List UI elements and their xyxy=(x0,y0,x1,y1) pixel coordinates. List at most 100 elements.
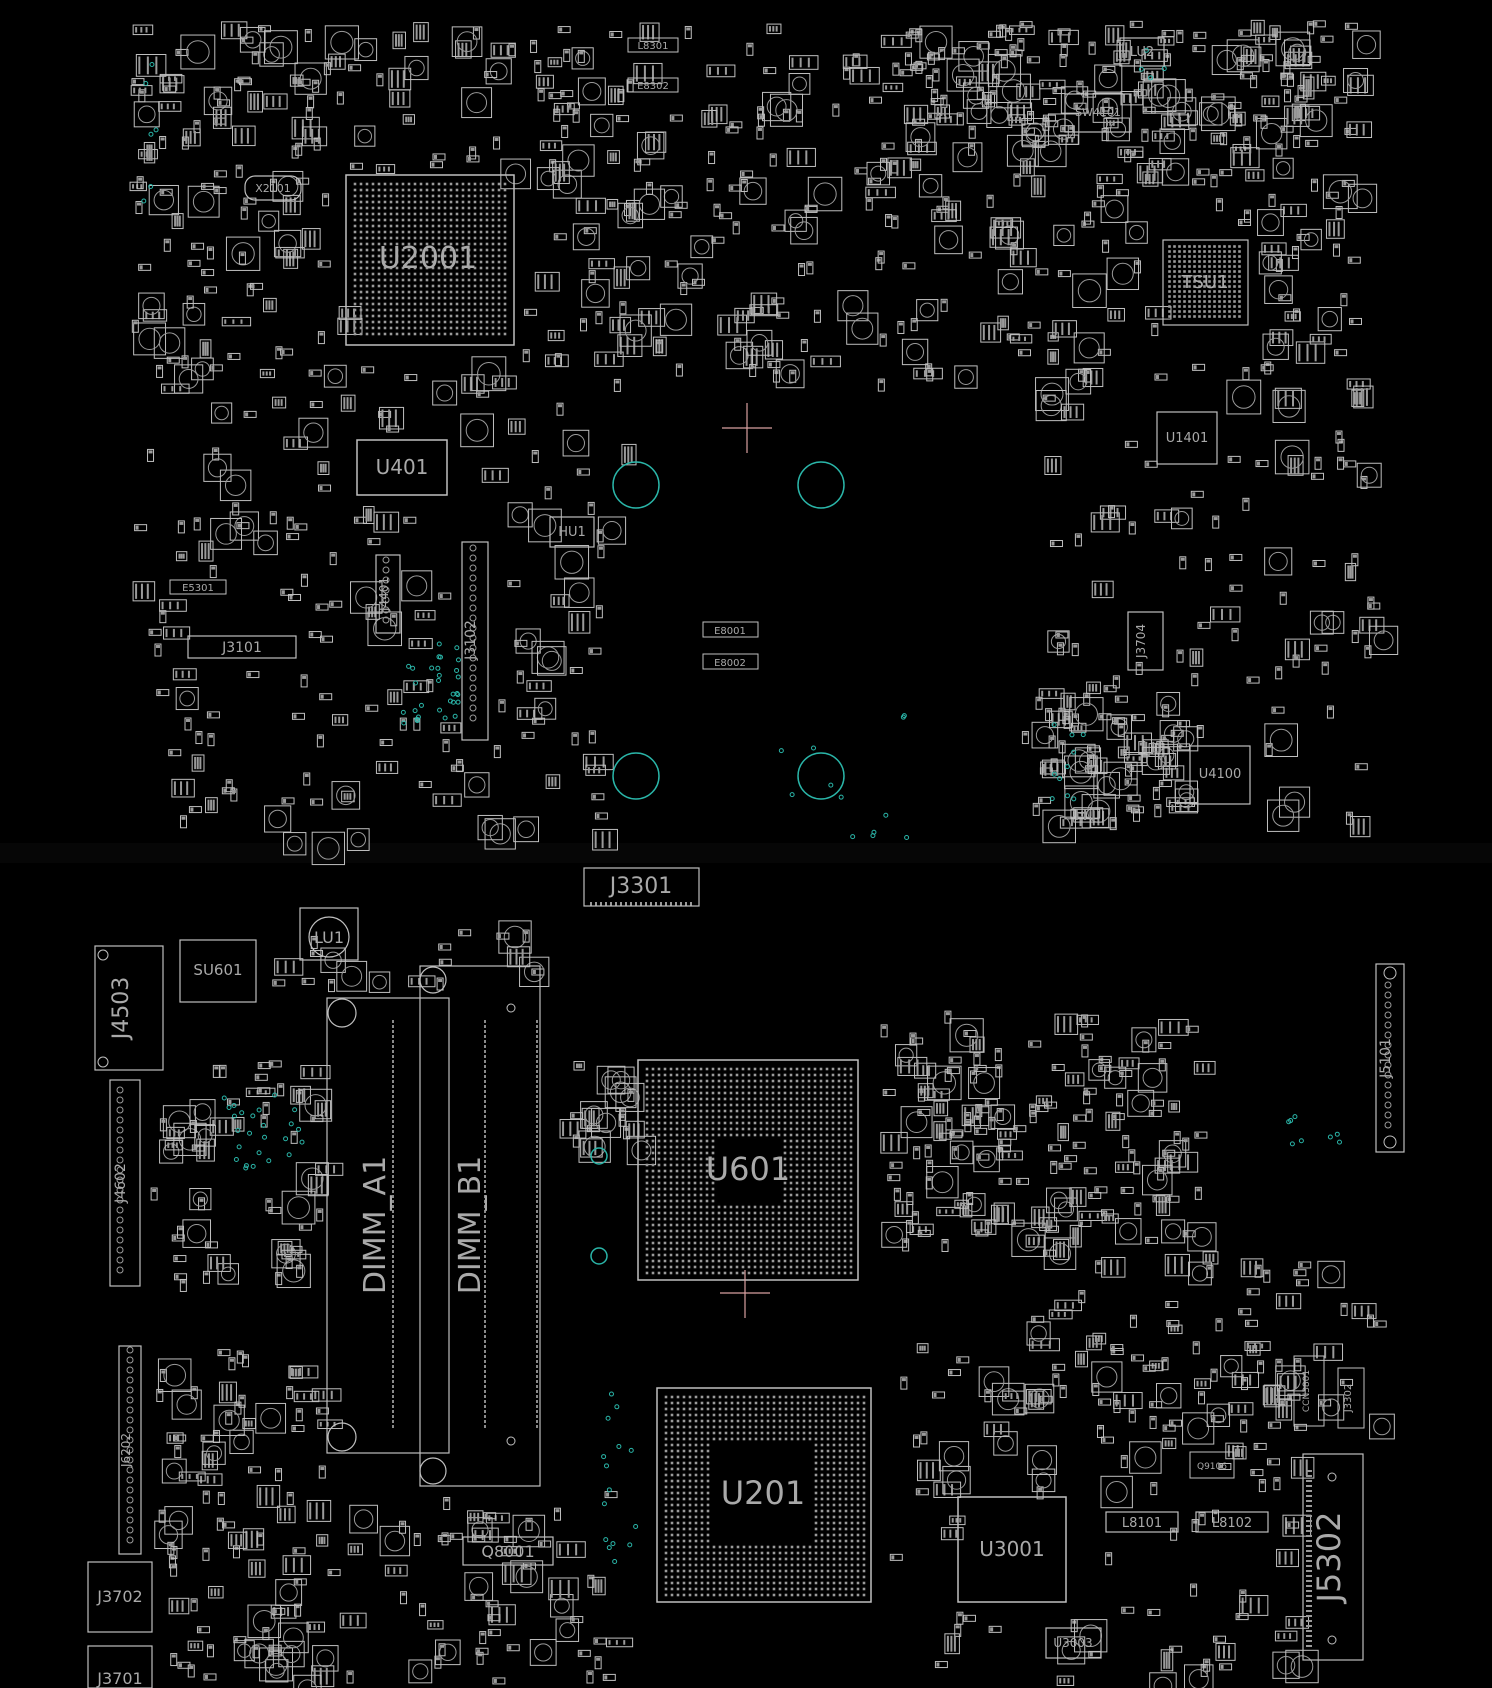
bga-ball xyxy=(491,254,495,258)
smd-component xyxy=(879,333,887,347)
chip-u201[interactable]: U201 xyxy=(656,1387,872,1603)
bga-ball xyxy=(682,1425,686,1429)
smd-component xyxy=(711,236,725,244)
bga-ball xyxy=(766,1581,770,1585)
connector-j4503[interactable]: J4503 xyxy=(94,945,164,1071)
bga-ball xyxy=(479,212,483,216)
chip-u2001[interactable]: U2001 xyxy=(345,174,515,346)
bga-ball xyxy=(1233,260,1236,263)
bga-ball xyxy=(825,1091,829,1095)
connector-j3704[interactable]: J3704 xyxy=(1127,611,1164,671)
bga-ball xyxy=(1213,255,1216,258)
bga-ball xyxy=(771,1205,775,1209)
connector-j3101[interactable]: J3101 xyxy=(187,635,297,659)
part-e8002[interactable]: E8002 xyxy=(702,653,759,670)
smd-component xyxy=(255,1402,287,1434)
smd-component xyxy=(1101,128,1109,142)
connector-j3701[interactable]: J3701 xyxy=(87,1645,153,1688)
bga-ball xyxy=(801,1241,805,1245)
chip-tsu1[interactable]: TSU1 xyxy=(1162,239,1249,326)
bga-ball xyxy=(688,1569,692,1573)
bga-ball xyxy=(675,1121,679,1125)
chip-u601[interactable]: U601 xyxy=(637,1059,859,1281)
chip-hu1[interactable]: HU1 xyxy=(549,516,595,548)
connector-j4401[interactable]: J4401 xyxy=(375,554,401,634)
chip-u3001[interactable]: U3001 xyxy=(957,1496,1067,1603)
part-q8001[interactable]: Q8001 xyxy=(462,1536,554,1566)
smd-component xyxy=(1083,1167,1097,1175)
part-e8302[interactable]: E8302 xyxy=(627,77,679,93)
smd-component xyxy=(1026,1389,1052,1405)
smd-component xyxy=(233,1640,255,1662)
smd-component xyxy=(272,396,287,409)
bga-ball xyxy=(789,1139,793,1143)
bga-ball xyxy=(670,1509,674,1513)
connector-j3702[interactable]: J3702 xyxy=(87,1561,153,1633)
bga-ball xyxy=(765,1259,769,1263)
inductor-l8102[interactable]: L8102 xyxy=(1195,1511,1269,1533)
bga-ball xyxy=(717,1073,721,1077)
bga-ball xyxy=(676,1503,680,1507)
chip-u3003[interactable]: U3003 xyxy=(1045,1627,1102,1659)
chip-u4100[interactable]: U4100 xyxy=(1189,745,1251,805)
connector-pin xyxy=(650,902,652,906)
smd-component xyxy=(606,198,619,210)
bga-ball xyxy=(353,236,357,240)
chip-u1401[interactable]: U1401 xyxy=(1156,411,1218,465)
chip-sw4101[interactable]: SW4101 xyxy=(1064,93,1132,133)
bga-ball xyxy=(820,1413,824,1417)
dimm-slot-a1[interactable]: DIMM_A1 xyxy=(326,997,450,1454)
connector-j4602[interactable]: J4602 xyxy=(109,1079,141,1287)
inductor-lu1[interactable]: LU1 xyxy=(299,907,359,961)
via xyxy=(247,1130,253,1136)
via xyxy=(401,720,407,726)
chip-lu2[interactable]: LU2 xyxy=(1119,37,1165,67)
connector-j3301[interactable]: J3301 xyxy=(583,867,700,907)
bga-ball xyxy=(473,332,477,336)
smd-component xyxy=(798,263,806,277)
bga-ball xyxy=(1173,280,1176,283)
part-e5301[interactable]: E5301 xyxy=(169,579,227,595)
part-e8001[interactable]: E8001 xyxy=(702,621,759,638)
part-q9106[interactable]: Q9106 xyxy=(1189,1451,1235,1479)
connector-j5302[interactable]: J5302 xyxy=(1302,1453,1364,1661)
bga-ball xyxy=(813,1097,817,1101)
connector-j3102[interactable]: J3102 xyxy=(461,541,489,741)
bga-ball xyxy=(1213,285,1216,288)
bga-ball xyxy=(371,308,375,312)
bga-ball xyxy=(831,1133,835,1137)
bga-ball xyxy=(826,1413,830,1417)
chip-u401[interactable]: U401 xyxy=(356,439,448,496)
bga-ball xyxy=(700,1467,704,1471)
via xyxy=(627,1542,633,1548)
bga-ball xyxy=(729,1241,733,1245)
bga-ball xyxy=(862,1449,866,1453)
connector-j5101[interactable]: J5101 xyxy=(1375,963,1405,1153)
smd-component xyxy=(250,282,264,290)
smd-component xyxy=(1173,1131,1181,1145)
connector-j3302[interactable]: J3302 xyxy=(1337,1367,1365,1429)
smd-component xyxy=(949,1018,984,1053)
part-l8301[interactable]: L8301 xyxy=(627,37,679,53)
dimm-slot-b1[interactable]: DIMM_B1 xyxy=(419,965,541,1487)
bga-ball xyxy=(1198,270,1201,273)
smd-component xyxy=(1161,1357,1169,1371)
connector-j6202[interactable]: J6202 xyxy=(118,1345,142,1555)
smd-component xyxy=(1272,157,1294,179)
bga-ball xyxy=(353,326,357,330)
bga-ball xyxy=(849,1253,853,1257)
bga-ball xyxy=(753,1211,757,1215)
bga-ball xyxy=(1208,275,1211,278)
inductor-l8101[interactable]: L8101 xyxy=(1105,1511,1179,1533)
smd-component xyxy=(1262,1385,1286,1406)
chip-su601[interactable]: SU601 xyxy=(179,939,257,1003)
bga-ball xyxy=(455,194,459,198)
bga-ball xyxy=(826,1443,830,1447)
bga-ball xyxy=(353,302,357,306)
bga-ball xyxy=(826,1593,830,1597)
smd-component xyxy=(435,1639,461,1666)
crystal-x2101[interactable]: X2101 xyxy=(244,175,302,201)
bga-ball xyxy=(455,236,459,240)
connector-ccn3801[interactable]: CCN3801 xyxy=(1293,1355,1325,1427)
bga-ball xyxy=(735,1247,739,1251)
